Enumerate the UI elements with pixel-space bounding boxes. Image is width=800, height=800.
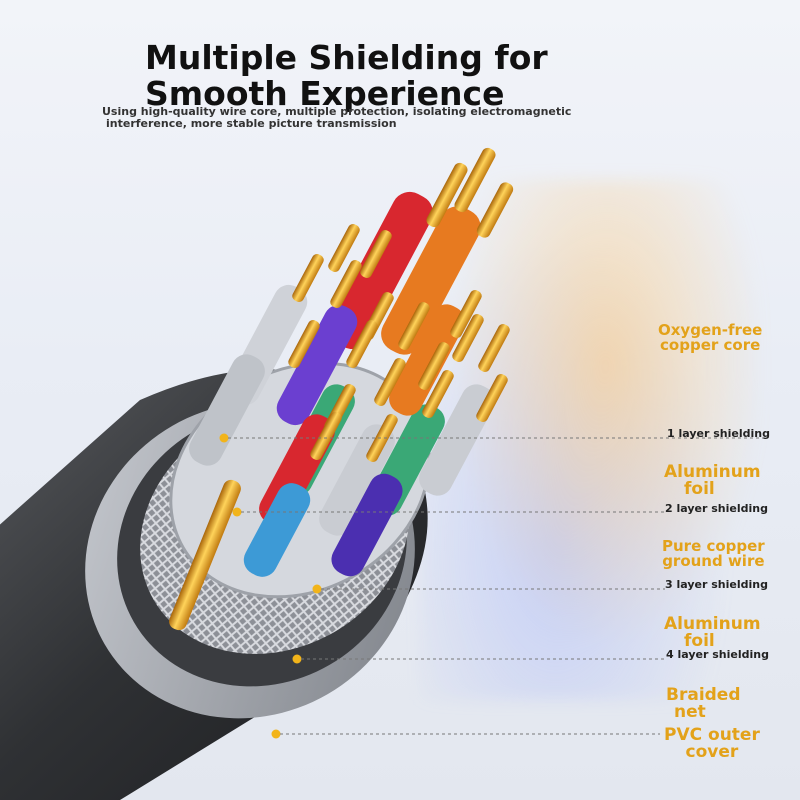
headline-line2: Smooth Experience — [145, 74, 505, 113]
headline: Multiple Shielding for Smooth Experience — [145, 40, 548, 112]
layer-1-shielding: 1 layer shielding — [667, 427, 770, 440]
subtitle-line1: Using high-quality wire core, multiple p… — [102, 105, 572, 118]
background-glow — [420, 180, 760, 700]
label-pure-copper-ground: Pure copper ground wire — [662, 537, 765, 570]
marker-dots — [219, 433, 322, 739]
ground-wire — [169, 479, 241, 631]
headline-line1: Multiple Shielding for — [145, 38, 548, 77]
layer-3-shielding: 3 layer shielding — [665, 578, 768, 591]
label-braided-net: Braided net — [666, 685, 741, 722]
layer-2-shielding: 2 layer shielding — [665, 502, 768, 515]
wire-bundle — [189, 191, 495, 577]
subtitle-line2: interference, more stable picture transm… — [106, 117, 397, 130]
copper-cores — [169, 147, 514, 631]
label-aluminum-foil-1: Aluminum foil — [664, 462, 761, 499]
label-aluminum-foil-2: Aluminum foil — [664, 614, 761, 651]
label-oxygen-free-copper: Oxygen-free copper core — [658, 321, 763, 354]
subtitle: Using high-quality wire core, multiple p… — [102, 106, 622, 130]
leader-lines — [228, 437, 768, 735]
layer-4-shielding: 4 layer shielding — [666, 648, 769, 661]
label-pvc-outer-cover: PVC outer cover — [664, 725, 760, 762]
